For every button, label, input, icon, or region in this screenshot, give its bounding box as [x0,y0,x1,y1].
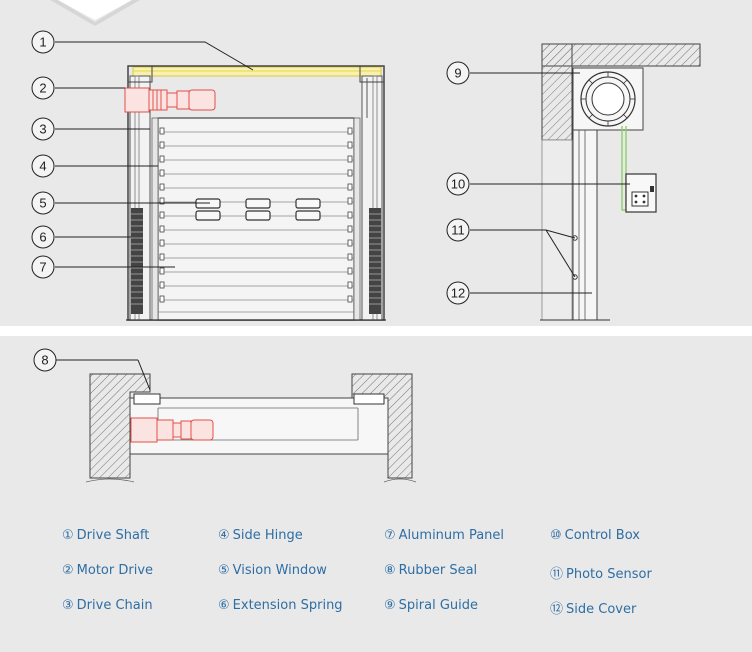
callout-11-label: 11 [451,223,465,238]
callout-11: 11 [446,218,470,242]
callout-9: 9 [446,61,470,85]
callout-12: 12 [446,281,470,305]
callout-2-label: 2 [39,81,46,96]
callout-6-label: 6 [39,230,46,245]
callout-5: 5 [31,191,55,215]
callout-2: 2 [31,76,55,100]
callout-3: 3 [31,117,55,141]
motor-drive-plan [130,417,214,443]
callout-7: 7 [31,255,55,279]
callout-8-label: 8 [41,353,48,368]
top-notch [58,0,132,20]
callout-1: 1 [31,30,55,54]
front-view [124,65,386,321]
callout-leaders [55,41,630,391]
callout-12-label: 12 [451,286,465,301]
callout-10: 10 [446,172,470,196]
callout-5-label: 5 [39,196,46,211]
side-view [540,43,701,321]
callout-10-label: 10 [451,177,465,192]
motor-drive-front [124,87,216,113]
callout-8: 8 [33,348,57,372]
plan-view [85,373,417,483]
callout-9-label: 9 [454,66,461,81]
callout-3-label: 3 [39,122,46,137]
callout-6: 6 [31,225,55,249]
callout-4-label: 4 [39,159,46,174]
callout-7-label: 7 [39,260,46,275]
callout-1-label: 1 [39,35,46,50]
callout-4: 4 [31,154,55,178]
